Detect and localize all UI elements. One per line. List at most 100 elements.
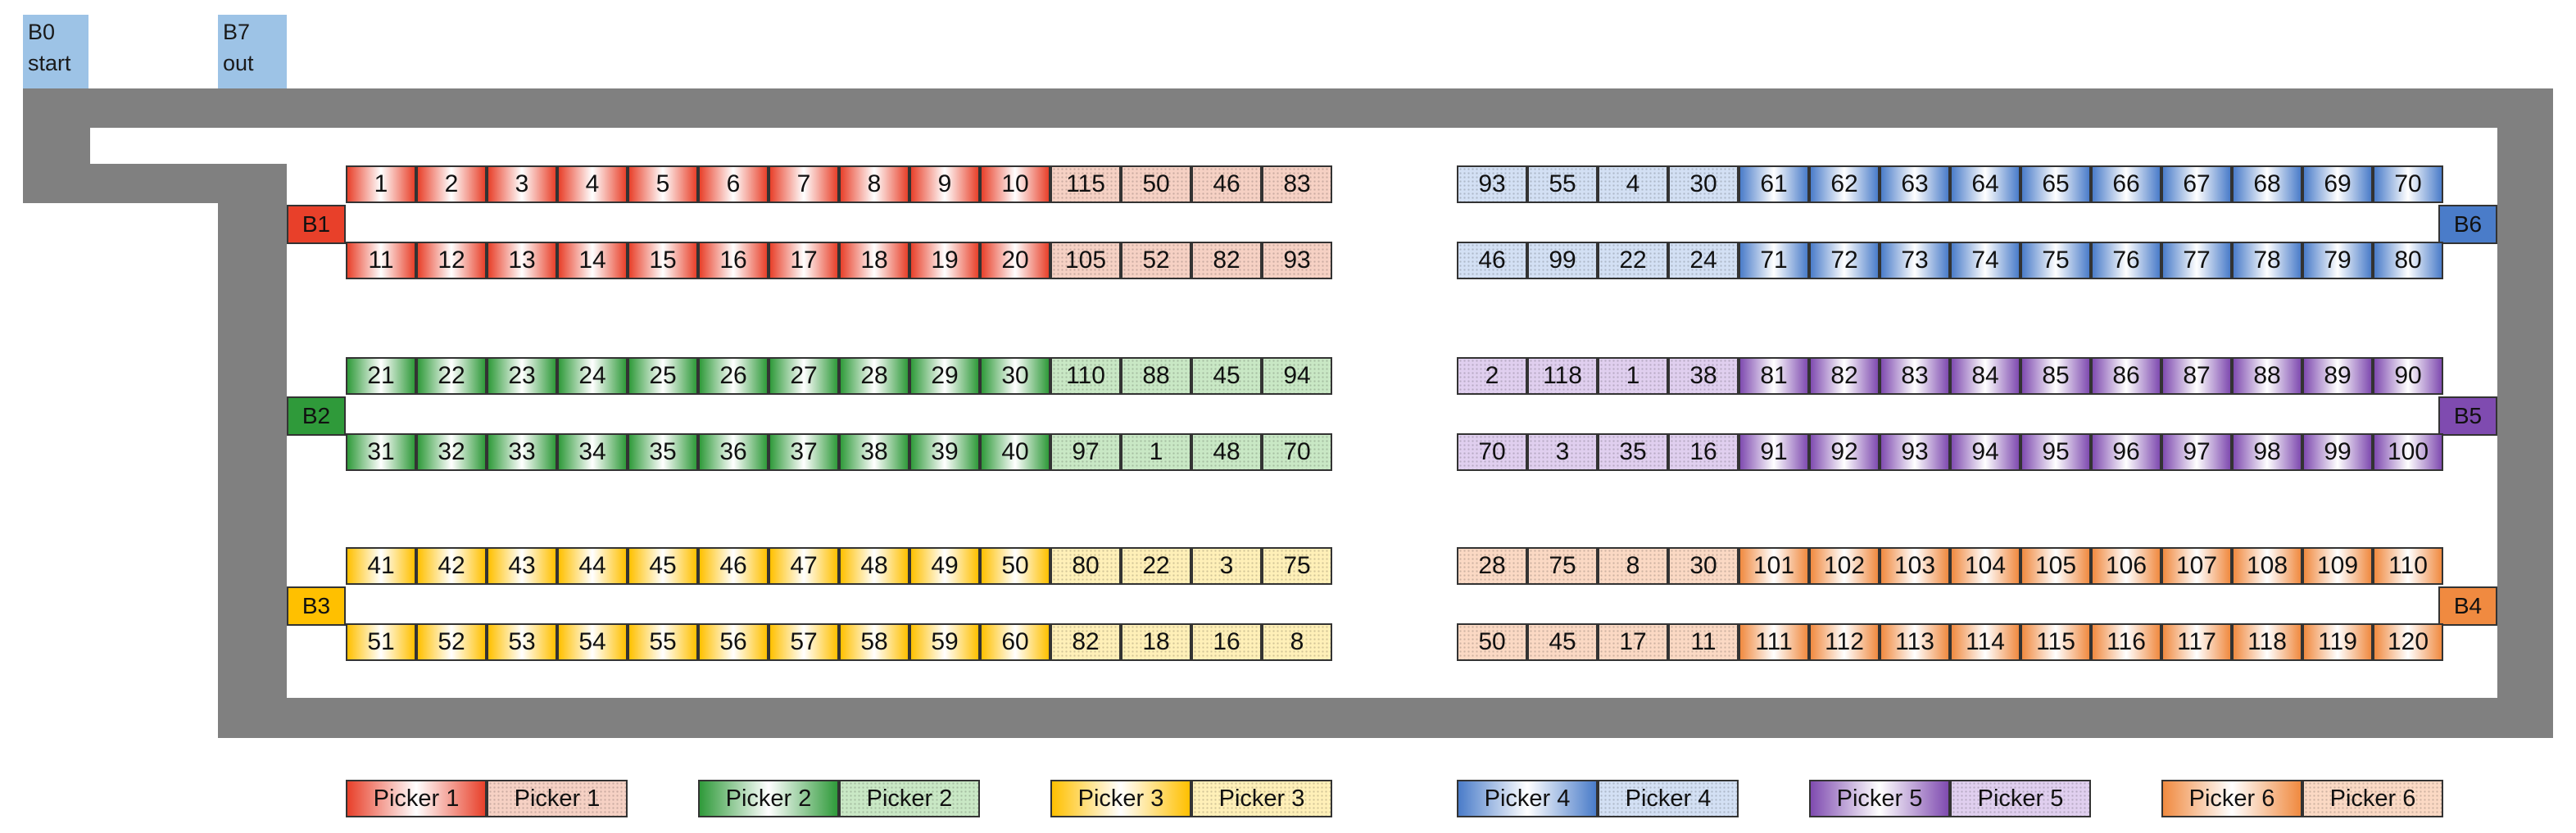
shelf-cell: 41: [346, 547, 416, 585]
shelf-cell: 81: [1739, 357, 1809, 395]
shelf-cell: 54: [557, 623, 628, 661]
shelf-cell: 53: [487, 623, 557, 661]
shelf-cell-assigned: 82: [1191, 242, 1262, 279]
shelf-cell-assigned: 24: [1668, 242, 1739, 279]
shelf-cell: 69: [2302, 165, 2373, 203]
bay-b2: B2: [287, 396, 346, 436]
shelf-cell: 86: [2091, 357, 2161, 395]
shelf-cell: 90: [2373, 357, 2443, 395]
shelf-cell: 98: [2232, 433, 2302, 471]
bay-b6: B6: [2438, 205, 2497, 244]
shelf-cell: 33: [487, 433, 557, 471]
shelf-cell-assigned: 4: [1598, 165, 1668, 203]
shelf-cell: 34: [557, 433, 628, 471]
shelf-cell-assigned: 11: [1668, 623, 1739, 661]
inner-aisle-main: [287, 128, 2497, 698]
shelf-cell: 66: [2091, 165, 2161, 203]
shelf-cell-assigned: 2: [1457, 357, 1527, 395]
shelf-cell: 68: [2232, 165, 2302, 203]
legend-picker-6-assigned: Picker 6: [2302, 780, 2443, 817]
shelf-cell: 15: [628, 242, 698, 279]
shelf-cell: 96: [2091, 433, 2161, 471]
shelf-cell: 35: [628, 433, 698, 471]
shelf-cell: 97: [2161, 433, 2232, 471]
shelf-cell: 59: [909, 623, 980, 661]
shelf-cell: 16: [698, 242, 769, 279]
shelf-cell: 50: [980, 547, 1050, 585]
shelf-cell: 27: [769, 357, 839, 395]
shelf-cell-assigned: 45: [1191, 357, 1262, 395]
shelf-cell: 71: [1739, 242, 1809, 279]
shelf-cell: 36: [698, 433, 769, 471]
shelf-cell: 26: [698, 357, 769, 395]
shelf-cell: 92: [1809, 433, 1880, 471]
shelf-cell: 100: [2373, 433, 2443, 471]
shelf-cell-assigned: 94: [1262, 357, 1332, 395]
shelf-cell-assigned: 38: [1668, 357, 1739, 395]
shelf-cell-assigned: 110: [1050, 357, 1121, 395]
bay-b3: B3: [287, 586, 346, 626]
shelf-cell: 21: [346, 357, 416, 395]
shelf-cell-assigned: 70: [1262, 433, 1332, 471]
shelf-cell-assigned: 3: [1527, 433, 1598, 471]
shelf-cell-assigned: 46: [1457, 242, 1527, 279]
shelf-cell-assigned: 17: [1598, 623, 1668, 661]
shelf-cell: 5: [628, 165, 698, 203]
shelf-cell-assigned: 46: [1191, 165, 1262, 203]
shelf-cell-assigned: 80: [1050, 547, 1121, 585]
shelf-cell: 75: [2020, 242, 2091, 279]
shelf-cell: 110: [2373, 547, 2443, 585]
shelf-cell-assigned: 8: [1598, 547, 1668, 585]
legend-picker-5-own: Picker 5: [1809, 780, 1950, 817]
shelf-cell-assigned: 50: [1121, 165, 1191, 203]
node-b0: B0 start: [23, 15, 88, 88]
shelf-cell: 38: [839, 433, 909, 471]
shelf-cell-assigned: 50: [1457, 623, 1527, 661]
shelf-cell: 104: [1950, 547, 2020, 585]
shelf-cell-assigned: 48: [1191, 433, 1262, 471]
shelf-cell: 85: [2020, 357, 2091, 395]
shelf-cell: 9: [909, 165, 980, 203]
shelf-cell: 95: [2020, 433, 2091, 471]
shelf-cell: 58: [839, 623, 909, 661]
shelf-cell-assigned: 22: [1598, 242, 1668, 279]
bay-b1: B1: [287, 205, 346, 244]
shelf-cell: 19: [909, 242, 980, 279]
shelf-cell: 79: [2302, 242, 2373, 279]
shelf-cell: 31: [346, 433, 416, 471]
legend-picker-4-own: Picker 4: [1457, 780, 1598, 817]
shelf-cell-assigned: 1: [1598, 357, 1668, 395]
shelf-cell: 65: [2020, 165, 2091, 203]
shelf-cell: 109: [2302, 547, 2373, 585]
shelf-cell-assigned: 75: [1527, 547, 1598, 585]
shelf-cell: 45: [628, 547, 698, 585]
shelf-cell: 10: [980, 165, 1050, 203]
shelf-cell-assigned: 83: [1262, 165, 1332, 203]
shelf-cell: 51: [346, 623, 416, 661]
legend-picker-3-assigned: Picker 3: [1191, 780, 1332, 817]
shelf-cell-assigned: 118: [1527, 357, 1598, 395]
shelf-cell: 56: [698, 623, 769, 661]
shelf-cell: 113: [1880, 623, 1950, 661]
shelf-cell-assigned: 70: [1457, 433, 1527, 471]
shelf-cell: 78: [2232, 242, 2302, 279]
shelf-cell: 80: [2373, 242, 2443, 279]
shelf-cell: 39: [909, 433, 980, 471]
shelf-cell-assigned: 52: [1121, 242, 1191, 279]
shelf-cell: 47: [769, 547, 839, 585]
shelf-cell: 17: [769, 242, 839, 279]
shelf-cell: 11: [346, 242, 416, 279]
shelf-cell-assigned: 93: [1457, 165, 1527, 203]
shelf-cell: 77: [2161, 242, 2232, 279]
shelf-cell: 2: [416, 165, 487, 203]
shelf-cell: 46: [698, 547, 769, 585]
shelf-cell: 105: [2020, 547, 2091, 585]
shelf-cell: 32: [416, 433, 487, 471]
shelf-cell: 12: [416, 242, 487, 279]
legend-picker-4-assigned: Picker 4: [1598, 780, 1739, 817]
bay-b5: B5: [2438, 396, 2497, 436]
shelf-cell: 70: [2373, 165, 2443, 203]
shelf-cell: 83: [1880, 357, 1950, 395]
shelf-cell-assigned: 16: [1191, 623, 1262, 661]
